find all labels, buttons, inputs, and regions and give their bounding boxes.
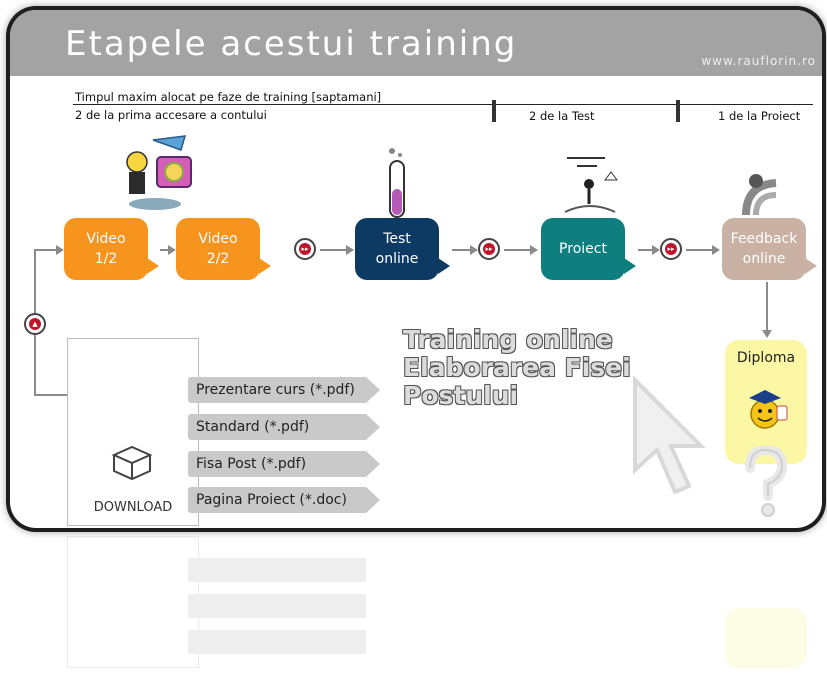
step-feedback-online[interactable]: Feedback online xyxy=(722,218,817,280)
reflection-file-bar xyxy=(188,594,366,618)
step-video-2[interactable]: Video 2/2 xyxy=(176,218,271,280)
step-video-1[interactable]: Video 1/2 xyxy=(64,218,159,280)
timeline-phase-1: 2 de la prima accesare a contului xyxy=(75,108,267,122)
file-pagina-proiect[interactable]: Pagina Proiect (*.doc) xyxy=(188,487,380,513)
next-circle-icon-3[interactable]: ▸▸ xyxy=(660,238,682,260)
step-project[interactable]: Proiect xyxy=(541,218,636,280)
graduate-smiley-icon xyxy=(749,390,788,429)
timeline-marker-1 xyxy=(492,100,496,122)
step-project-title: Proiect xyxy=(559,241,607,257)
next-circle-icon-2[interactable]: ▸▸ xyxy=(478,238,500,260)
file-prezentare-curs[interactable]: Prezentare curs (*.pdf) xyxy=(188,377,380,403)
next-circle-icon-1[interactable]: ▸▸ xyxy=(294,238,316,260)
reflection-file-bar xyxy=(188,630,366,654)
arrow-video1-video2 xyxy=(160,246,176,254)
overlay-line-2: Elaborarea Fisei xyxy=(403,353,631,382)
download-panel[interactable]: DOWNLOAD xyxy=(67,338,199,526)
reflection-diploma xyxy=(725,608,807,668)
reflection-download-panel xyxy=(67,536,199,668)
overlay-line-3: Postului xyxy=(403,381,519,410)
reflection-file-bar xyxy=(188,558,366,582)
step-video-1-part: 1/2 xyxy=(94,251,118,267)
diploma-card[interactable]: Diploma xyxy=(725,340,807,464)
step-test-title: Test xyxy=(383,231,411,247)
diagram-frame: Etapele acestui training www.rauflorin.r… xyxy=(10,10,822,528)
step-video-2-title: Video xyxy=(198,231,238,247)
download-label: DOWNLOAD xyxy=(93,500,173,515)
arrow-project-next xyxy=(638,246,660,254)
reflection-decoration xyxy=(10,536,822,668)
step-feedback-subtitle: online xyxy=(742,251,786,267)
test-tube-icon xyxy=(389,148,405,218)
step-video-1-title: Video xyxy=(86,231,126,247)
arrow-to-project xyxy=(504,246,538,254)
loop-arrow-to-video-1 xyxy=(34,246,64,254)
timeline-phase-3: 1 de la Proiect xyxy=(718,109,801,123)
question-mark-icon xyxy=(745,446,788,517)
timeline-marker-2 xyxy=(676,100,680,122)
diploma-label: Diploma xyxy=(736,350,796,366)
cursor-watermark-icon xyxy=(633,375,706,495)
step-feedback-title: Feedback xyxy=(730,231,798,247)
page-title: Etapele acestui training xyxy=(65,24,518,64)
arrow-to-diploma-head xyxy=(762,330,772,338)
training-overlay-text: Training online Elaborarea Fisei Postulu… xyxy=(403,326,631,410)
timeline-phase-2: 2 de la Test xyxy=(529,109,595,123)
step-video-2-part: 2/2 xyxy=(206,251,230,267)
arrow-to-test xyxy=(320,246,354,254)
header-bar: Etapele acestui training www.rauflorin.r… xyxy=(10,10,822,76)
restart-circle-icon[interactable]: ▲ xyxy=(24,313,46,335)
timeline-caption: Timpul maxim alocat pe faze de training … xyxy=(75,90,382,104)
overlay-line-1: Training online xyxy=(403,325,613,354)
step-test-online[interactable]: Test online xyxy=(355,218,450,280)
file-fisa-post[interactable]: Fisa Post (*.pdf) xyxy=(188,451,380,477)
file-standard[interactable]: Standard (*.pdf) xyxy=(188,414,380,440)
feedback-clipart-icon xyxy=(742,174,777,216)
arrow-to-feedback xyxy=(686,246,720,254)
step-test-subtitle: online xyxy=(375,251,419,267)
arrow-to-diploma-line xyxy=(766,282,768,334)
download-box-icon xyxy=(111,445,153,481)
site-url[interactable]: www.rauflorin.ro xyxy=(701,54,816,68)
timeline-axis xyxy=(73,104,813,105)
project-clipart-icon xyxy=(564,157,618,213)
arrow-test-next xyxy=(452,246,478,254)
video-clipart-icon xyxy=(126,135,192,210)
